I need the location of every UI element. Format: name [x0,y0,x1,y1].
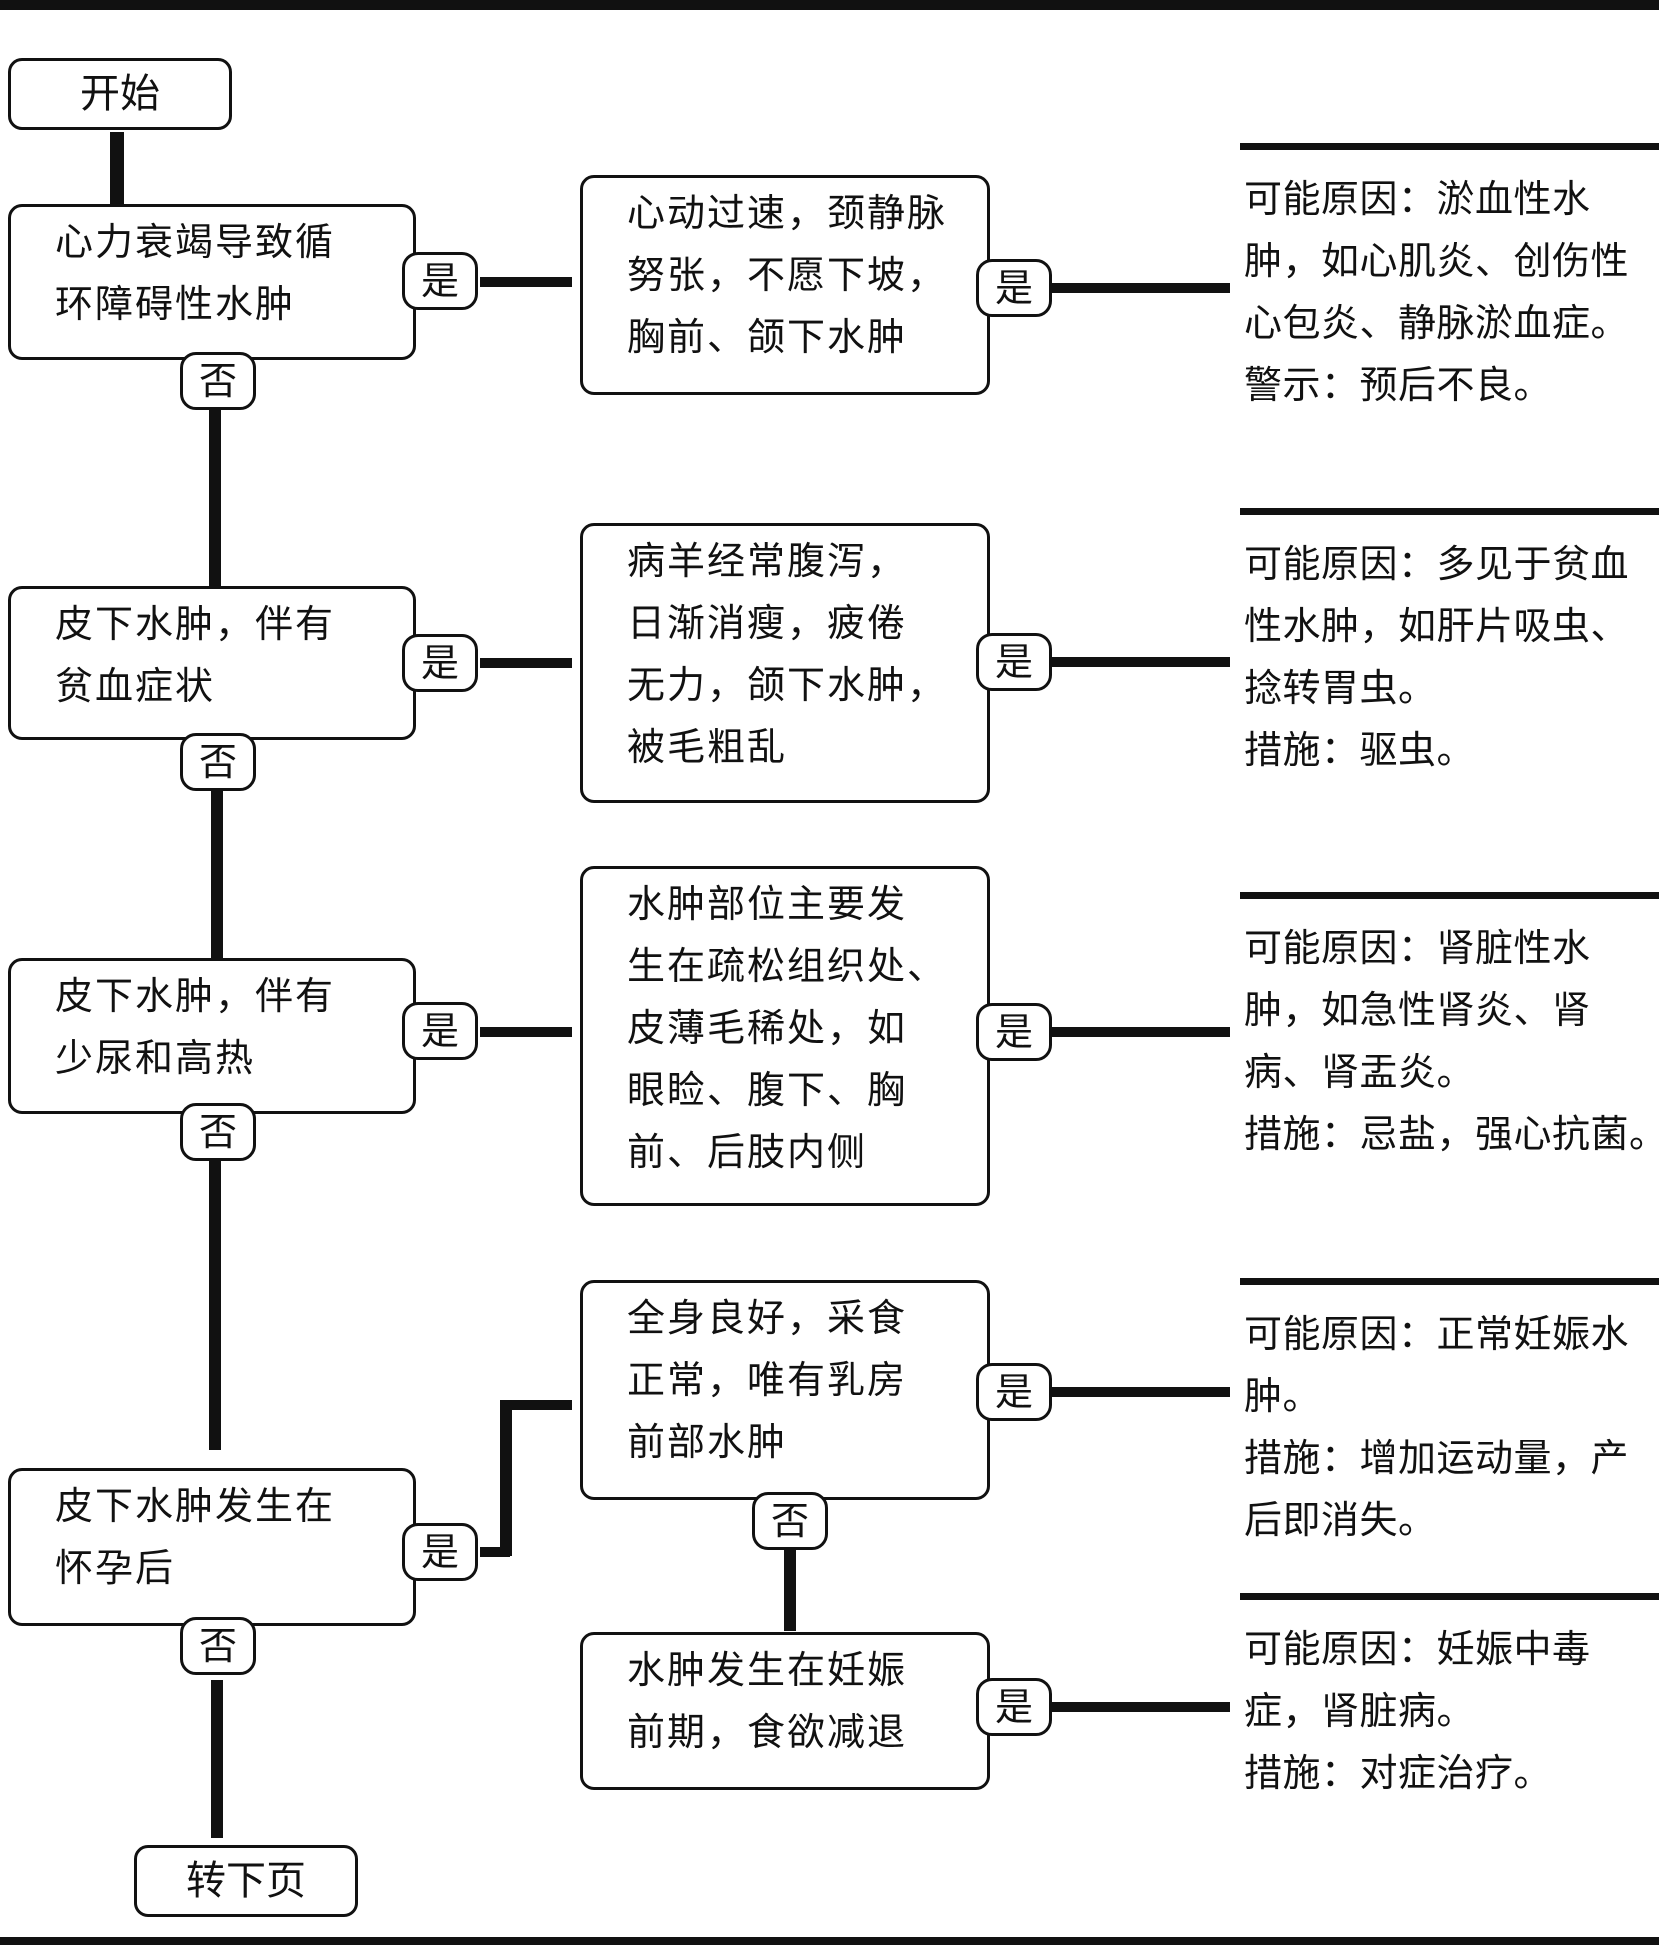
result-5-line-3: 措施：对症治疗。 [1244,1751,1553,1795]
result-block-4: 可能原因：正常妊娠水 肿。 措施：增加运动量，产 后即消失。 [1240,1278,1659,1551]
connector-s1-r1 [1050,283,1230,293]
condition-node-3: 皮下水肿，伴有 少尿和高热 [8,958,416,1114]
result-4-line-2: 肿。 [1244,1374,1322,1418]
no-badge-c4: 否 [180,1617,256,1675]
result-2-line-4: 措施：驱虫。 [1244,728,1476,772]
end-node: 转下页 [134,1845,358,1917]
symptom-5-line-2: 前期，食欲减退 [627,1710,908,1754]
connector-c4-elbow-h2 [500,1400,572,1410]
symptom-node-5: 水肿发生在妊娠 前期，食欲减退 [580,1632,990,1790]
connector-c1-to-c2 [209,410,221,586]
symptom-2-line-4: 被毛粗乱 [627,725,788,769]
yes-badge-s1: 是 [976,259,1052,317]
symptom-2-line-3: 无力，颌下水肿， [627,663,948,707]
condition-node-2: 皮下水肿，伴有 贫血症状 [8,586,416,740]
symptom-3-line-4: 眼睑、腹下、胸 [627,1068,908,1112]
symptom-2-line-1: 病羊经常腹泻， [627,539,908,583]
result-4-line-1: 可能原因：正常妊娠水 [1244,1312,1630,1356]
condition-2-line-2: 贫血症状 [55,664,216,708]
result-3-line-1: 可能原因：肾脏性水 [1244,926,1591,970]
result-2-line-1: 可能原因：多见于贫血 [1244,542,1630,586]
yes-badge-s4: 是 [976,1363,1052,1421]
yes-badge-c4: 是 [402,1523,478,1581]
connector-c2-s2 [480,658,572,668]
condition-node-4: 皮下水肿发生在 怀孕后 [8,1468,416,1626]
condition-2-line-1: 皮下水肿，伴有 [55,602,336,646]
result-1-line-1: 可能原因：淤血性水 [1244,177,1591,221]
symptom-4-line-2: 正常，唯有乳房 [627,1358,908,1402]
result-1-line-2: 肿，如心肌炎、创伤性 [1244,239,1630,283]
yes-badge-s5: 是 [976,1678,1052,1736]
connector-c2-to-c3 [211,790,223,960]
symptom-node-3: 水肿部位主要发 生在疏松组织处、 皮薄毛稀处，如 眼睑、腹下、胸 前、后肢内侧 [580,866,990,1206]
result-2-line-2: 性水肿，如肝片吸虫、 [1244,604,1630,648]
symptom-1-line-2: 努张，不愿下坡， [627,253,948,297]
result-4-line-4: 后即消失。 [1244,1498,1437,1542]
connector-s3-r3 [1050,1027,1230,1037]
connector-s4-s5 [784,1543,796,1631]
result-3-line-4: 措施：忌盐，强心抗菌。 [1244,1112,1659,1156]
result-block-5: 可能原因：妊娠中毒 症，肾脏病。 措施：对症治疗。 [1240,1593,1659,1804]
connector-c3-to-c4 [209,1160,221,1450]
no-badge-c3: 否 [180,1103,256,1161]
connector-s4-r4 [1050,1387,1230,1397]
condition-1-line-1: 心力衰竭导致循 [55,220,336,264]
symptom-1-line-1: 心动过速，颈静脉 [627,191,948,235]
connector-c4-elbow-h1 [480,1547,510,1557]
result-5-line-2: 症，肾脏病。 [1244,1689,1476,1733]
result-1-line-3: 心包炎、静脉淤血症。 [1244,301,1630,345]
no-badge-s4: 否 [752,1492,828,1550]
symptom-3-line-1: 水肿部位主要发 [627,882,908,926]
symptom-4-line-3: 前部水肿 [627,1420,788,1464]
result-block-2: 可能原因：多见于贫血 性水肿，如肝片吸虫、 捻转胃虫。 措施：驱虫。 [1240,508,1659,781]
start-node: 开始 [8,58,232,130]
connector-start-to-c1 [110,132,124,206]
connector-c1-s1 [480,277,572,287]
yes-badge-c3: 是 [402,1002,478,1060]
bottom-rule [0,1937,1659,1945]
condition-node-1: 心力衰竭导致循 环障碍性水肿 [8,204,416,360]
result-5-line-1: 可能原因：妊娠中毒 [1244,1627,1591,1671]
result-2-line-3: 捻转胃虫。 [1244,666,1437,710]
symptom-node-1: 心动过速，颈静脉 努张，不愿下坡， 胸前、颌下水肿 [580,175,990,395]
connector-c4-elbow-v [500,1400,512,1556]
result-3-line-2: 肿，如急性肾炎、肾 [1244,988,1591,1032]
result-3-line-3: 病、肾盂炎。 [1244,1050,1476,1094]
symptom-node-4: 全身良好，采食 正常，唯有乳房 前部水肿 [580,1280,990,1500]
symptom-2-line-2: 日渐消瘦，疲倦 [627,601,908,645]
connector-s2-r2 [1050,657,1230,667]
symptom-4-line-1: 全身良好，采食 [627,1296,908,1340]
connector-c3-s3 [480,1027,572,1037]
no-badge-c1: 否 [180,352,256,410]
yes-badge-c2: 是 [402,634,478,692]
condition-3-line-2: 少尿和高热 [55,1036,256,1080]
yes-badge-s3: 是 [976,1003,1052,1061]
result-block-1: 可能原因：淤血性水 肿，如心肌炎、创伤性 心包炎、静脉淤血症。 警示：预后不良。 [1240,143,1659,416]
condition-4-line-2: 怀孕后 [55,1546,176,1590]
top-rule [0,0,1659,10]
connector-s5-r5 [1050,1702,1230,1712]
yes-badge-s2: 是 [976,633,1052,691]
symptom-3-line-3: 皮薄毛稀处，如 [627,1006,908,1050]
symptom-1-line-3: 胸前、颌下水肿 [627,315,908,359]
connector-c4-to-end [211,1680,223,1838]
yes-badge-c1: 是 [402,252,478,310]
result-1-line-4: 警示：预后不良。 [1244,363,1553,407]
condition-4-line-1: 皮下水肿发生在 [55,1484,336,1528]
no-badge-c2: 否 [180,733,256,791]
result-4-line-3: 措施：增加运动量，产 [1244,1436,1630,1480]
condition-1-line-2: 环障碍性水肿 [55,282,296,326]
condition-3-line-1: 皮下水肿，伴有 [55,974,336,1018]
symptom-5-line-1: 水肿发生在妊娠 [627,1648,908,1692]
symptom-3-line-2: 生在疏松组织处、 [627,944,948,988]
symptom-3-line-5: 前、后肢内侧 [627,1130,868,1174]
result-block-3: 可能原因：肾脏性水 肿，如急性肾炎、肾 病、肾盂炎。 措施：忌盐，强心抗菌。 [1240,892,1659,1165]
symptom-node-2: 病羊经常腹泻， 日渐消瘦，疲倦 无力，颌下水肿， 被毛粗乱 [580,523,990,803]
